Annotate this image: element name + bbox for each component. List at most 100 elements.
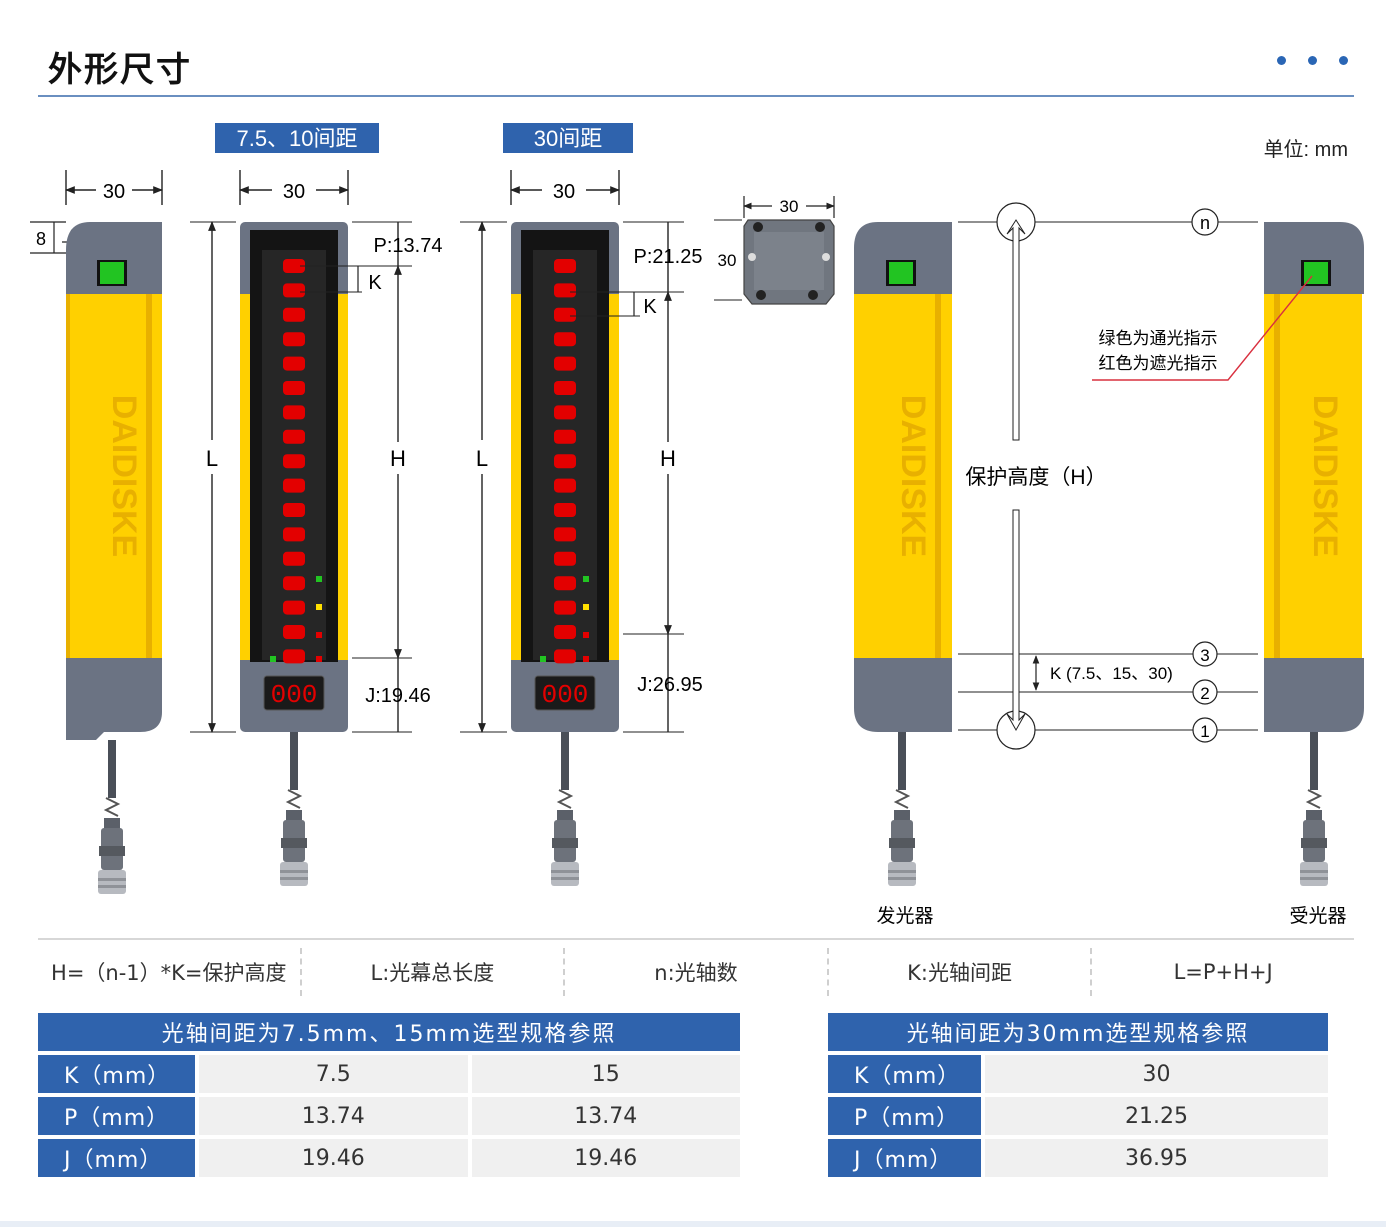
beam-led: [283, 527, 305, 542]
beam-led: [554, 356, 576, 371]
display-a: 000: [271, 680, 318, 710]
beam-led: [283, 332, 305, 347]
label-K-a: K: [368, 272, 382, 294]
beam-led: [554, 283, 576, 298]
beam-led: [283, 454, 305, 469]
label-L-a: L: [206, 446, 218, 471]
table2-row-label: P（mm）: [828, 1097, 981, 1135]
side-view: 30 8 6 DAIDISKE: [30, 170, 163, 895]
table2-row-label: K（mm）: [828, 1055, 981, 1093]
indicator-note-2: 红色为遮光指示: [1099, 354, 1218, 373]
beam-led: [554, 429, 576, 444]
side-width-label: 30: [103, 181, 125, 203]
table1-cell: 7.5: [199, 1055, 468, 1093]
title-divider: [38, 95, 1354, 97]
beam-led: [283, 405, 305, 420]
beam-led: [554, 405, 576, 420]
beam-led: [283, 356, 305, 371]
beam-led: [283, 283, 305, 298]
beam-led: [283, 551, 305, 566]
label-H-a: H: [390, 446, 406, 471]
beam-led: [283, 649, 305, 664]
table2-cell: 30: [985, 1055, 1328, 1093]
top-width-label: 30: [780, 197, 799, 216]
table1-row-label: K（mm）: [38, 1055, 195, 1093]
label-L-b: L: [476, 446, 488, 471]
label-H-b: H: [660, 446, 676, 471]
formula-n: n:光轴数: [565, 948, 829, 996]
indicator-note-1: 绿色为通光指示: [1099, 329, 1218, 348]
beam-led: [554, 307, 576, 322]
formula-row: H=（n-1）*K=保护高度 L:光幕总长度 n:光轴数 K:光轴间距 L=P+…: [38, 948, 1354, 996]
top-view: 30 30: [714, 196, 835, 305]
dimension-diagram: 单位: mm 30 8 6 DAIDISKE 7.5、10间距 30: [30, 123, 1364, 927]
axis-1: 1: [1200, 722, 1209, 741]
j-label-b: J:26.95: [637, 674, 703, 696]
table1-cell: 13.74: [471, 1097, 740, 1135]
table2-cell: 36.95: [985, 1139, 1328, 1177]
table2-cell: 21.25: [985, 1097, 1328, 1135]
beam-led: [554, 551, 576, 566]
beam-led: [554, 454, 576, 469]
p-label-b: P:21.25: [634, 246, 703, 268]
front-view-a: 7.5、10间距 30 000 L P:13.74 H: [190, 123, 442, 887]
beam-led: [283, 503, 305, 517]
formula-l: L:光幕总长度: [302, 948, 566, 996]
more-dots-icon[interactable]: [1277, 56, 1348, 65]
k-note: K (7.5、15、30): [1050, 664, 1173, 683]
tag-b: 30间距: [534, 126, 602, 151]
formula-k: K:光轴间距: [829, 948, 1093, 996]
beam-led: [283, 259, 305, 273]
footer-band: [0, 1221, 1386, 1227]
front-view-b: 30间距 30 000 L P:21.25 H K: [460, 123, 703, 887]
table1-row-label: P（mm）: [38, 1097, 195, 1135]
beam-led: [554, 576, 576, 591]
beam-led: [554, 625, 576, 639]
front-b-width-label: 30: [553, 181, 575, 203]
page-title: 外形尺寸: [48, 50, 192, 90]
side-brand-text: DAIDISKE: [105, 395, 143, 557]
table1-cell: 19.46: [199, 1139, 468, 1177]
pair-view: DAIDISKE 发光器 DAIDISKE 受光器 保护高度（H） K (7.5…: [854, 202, 1364, 927]
axis-n: n: [1200, 213, 1210, 233]
top-depth-label: 30: [718, 251, 737, 270]
beam-led: [283, 625, 305, 639]
spec-table-30: 光轴间距为30mm选型规格参照 K（mm） 30 P（mm） 21.25 J（m…: [824, 1009, 1332, 1181]
beam-led: [554, 503, 576, 517]
beam-led: [283, 478, 305, 493]
section-divider: [38, 938, 1354, 940]
beam-led: [283, 429, 305, 444]
beam-led: [283, 307, 305, 322]
beam-led: [554, 527, 576, 542]
front-a-width-label: 30: [283, 181, 305, 203]
beam-led: [554, 332, 576, 347]
emitter-label: 发光器: [876, 905, 933, 927]
beam-led: [283, 576, 305, 591]
emitter-brand-text: DAIDISKE: [894, 395, 932, 557]
formula-lphj: L=P+H+J: [1173, 960, 1273, 984]
table2-row-label: J（mm）: [828, 1139, 981, 1177]
protect-height-label: 保护高度（H）: [965, 466, 1106, 489]
axis-3: 3: [1200, 646, 1209, 665]
beam-led: [283, 381, 305, 395]
beam-led: [554, 478, 576, 493]
dim-8-label: 8: [36, 229, 46, 249]
axis-2: 2: [1200, 684, 1209, 703]
table2-caption: 光轴间距为30mm选型规格参照: [828, 1013, 1328, 1051]
beam-led: [283, 600, 305, 615]
receiver-label: 受光器: [1289, 905, 1346, 927]
tag-a: 7.5、10间距: [236, 126, 357, 151]
formula-h: H=（n-1）*K=保护高度: [38, 948, 302, 996]
table1-cell: 15: [471, 1055, 740, 1093]
table1-row-label: J（mm）: [38, 1139, 195, 1177]
receiver-brand-text: DAIDISKE: [1306, 395, 1344, 557]
table1-cell: 19.46: [471, 1139, 740, 1177]
j-label-a: J:19.46: [365, 685, 431, 707]
beam-led: [554, 259, 576, 273]
table1-caption: 光轴间距为7.5mm、15mm选型规格参照: [38, 1013, 740, 1051]
display-b: 000: [542, 680, 589, 710]
unit-label: 单位: mm: [1264, 138, 1348, 161]
spec-table-7-5-15: 光轴间距为7.5mm、15mm选型规格参照 K（mm） 7.5 15 P（mm）…: [34, 1009, 744, 1181]
table1-cell: 13.74: [199, 1097, 468, 1135]
beam-led: [554, 649, 576, 664]
